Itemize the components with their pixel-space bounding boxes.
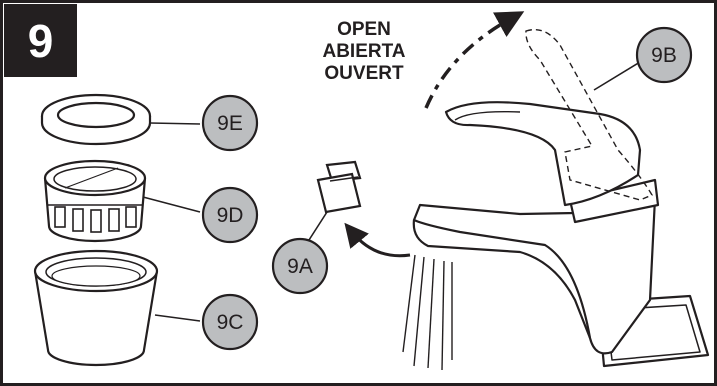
callout-9e-label: 9E	[217, 112, 243, 135]
aerator-screen-part	[43, 159, 147, 243]
callout-9e: 9E	[201, 94, 259, 152]
faucet-illustration	[412, 101, 710, 368]
open-label-es: ABIERTA	[322, 41, 406, 62]
leader-line-9b	[593, 61, 641, 91]
open-rotation-arrow-icon	[424, 11, 525, 109]
callout-9b-label: 9B	[651, 44, 677, 67]
aerator-insert-part	[316, 160, 362, 214]
step-number-badge: 9	[4, 4, 77, 77]
open-direction-label: OPEN ABIERTA OUVERT	[318, 19, 410, 85]
step-number: 9	[27, 14, 54, 67]
callout-9a: 9A	[271, 237, 329, 295]
install-arrow-icon	[344, 222, 411, 258]
leader-line-9e	[149, 122, 201, 125]
callout-9d-label: 9D	[217, 204, 244, 227]
callout-9a-label: 9A	[287, 255, 313, 278]
leader-line-9d	[142, 196, 201, 213]
leader-line-9c	[154, 314, 201, 322]
callout-9d: 9D	[201, 186, 259, 244]
callout-9c: 9C	[201, 293, 259, 351]
water-stream	[402, 254, 453, 371]
open-label-en: OPEN	[337, 19, 391, 40]
callout-9b: 9B	[635, 26, 693, 84]
aerator-housing-part	[33, 249, 159, 367]
callout-9c-label: 9C	[217, 311, 244, 334]
open-label-fr: OUVERT	[324, 63, 404, 84]
washer-part	[40, 93, 152, 146]
handle-open-outline	[525, 28, 654, 201]
leader-line-9a	[308, 211, 328, 241]
